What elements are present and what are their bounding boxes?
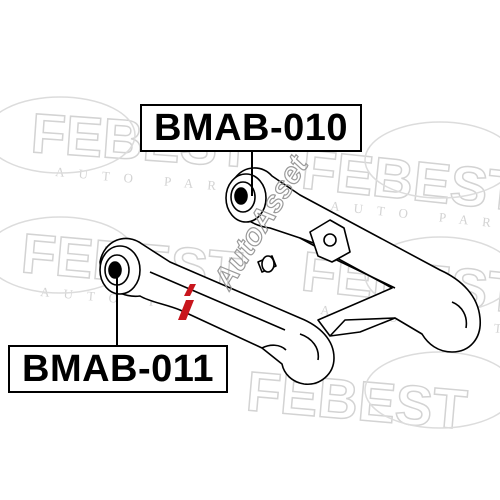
upper-arm-body <box>234 167 481 353</box>
upper-bushing-sleeve <box>234 187 248 205</box>
upper-arm <box>225 167 481 353</box>
stamp-accent-mark <box>178 284 196 320</box>
part-label-lower: BMAB-011 <box>8 345 228 393</box>
bracket-hole <box>323 233 337 247</box>
mount-pin-end <box>261 255 275 273</box>
part-label-upper: BMAB-010 <box>140 104 362 152</box>
lower-bushing-sleeve <box>108 261 122 279</box>
brand-watermark: FEBEST <box>244 359 470 441</box>
upper-arm-web <box>299 237 468 337</box>
lower-arm-web <box>149 271 320 361</box>
brand-emblem <box>364 351 500 429</box>
brand-emblem <box>364 121 500 199</box>
brand-emblem <box>0 96 136 174</box>
